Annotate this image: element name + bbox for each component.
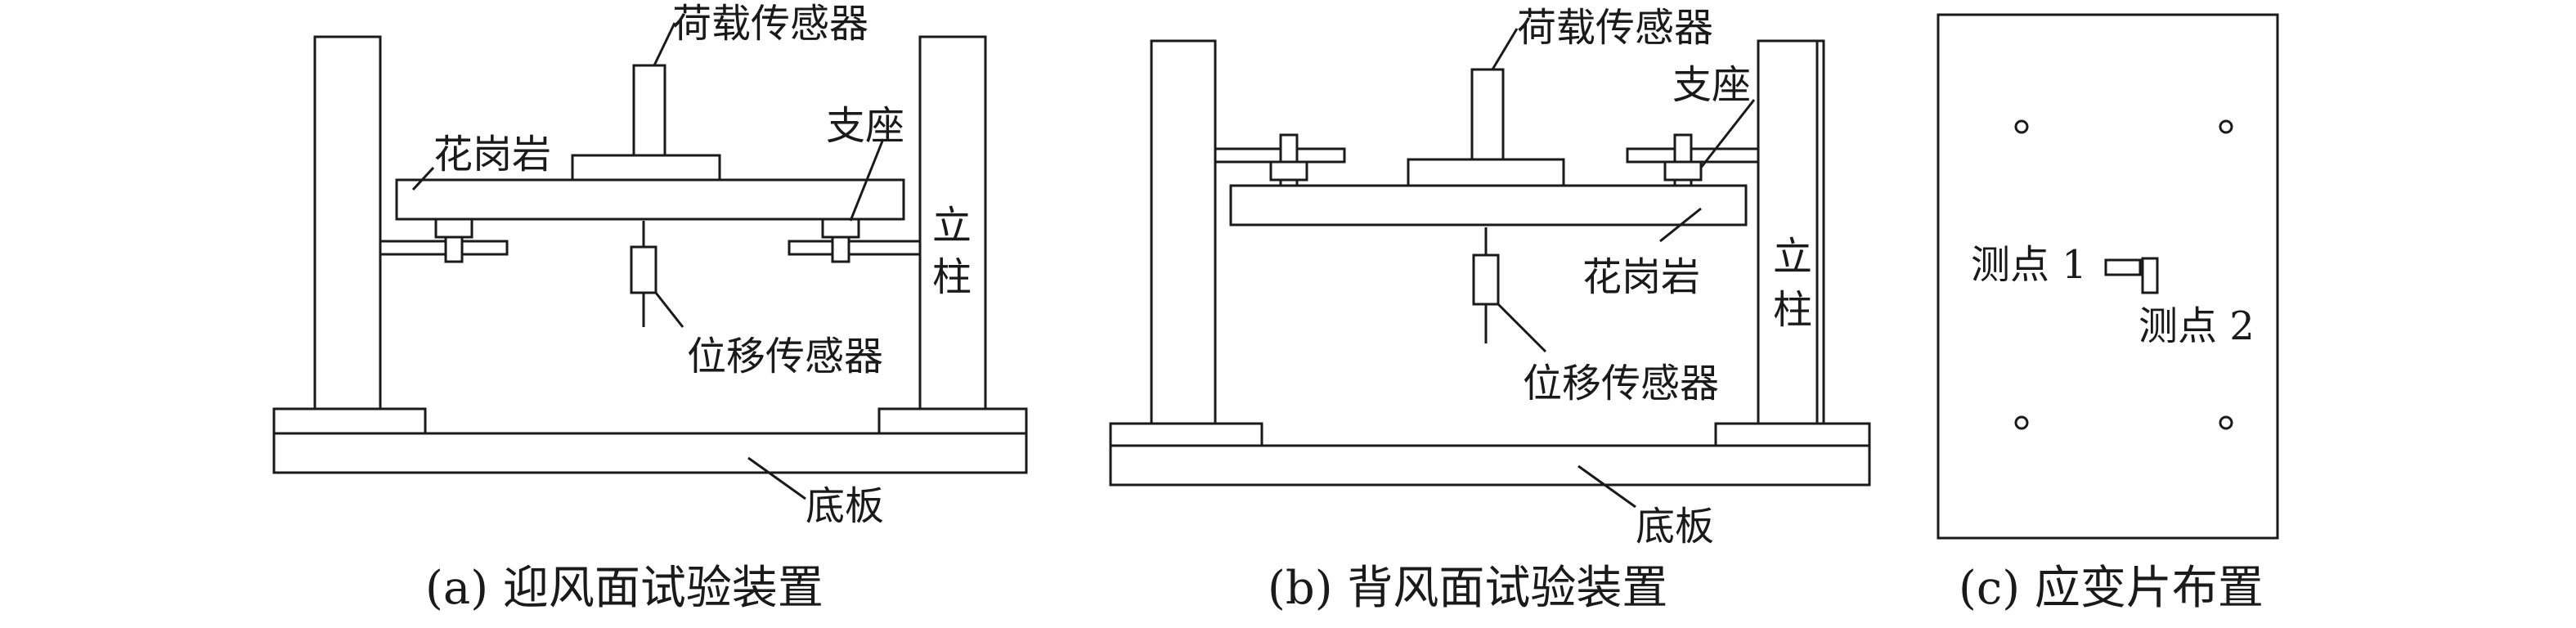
leader-displacement [654,292,684,328]
base-right-block [1714,422,1871,447]
load-sensor-rod [1470,68,1505,161]
label-granite: 花岗岩 [1582,254,1700,300]
label-base-plate: 底板 [1636,504,1714,550]
label-column-1: 立 [932,203,972,249]
caption-b: (b) 背风面试验装置 [1268,562,1667,615]
label-base-plate: 底板 [806,483,884,529]
leader-load-sensor [653,22,676,66]
support-left-nut [434,218,473,239]
leader-support [849,138,885,222]
base-left-block [272,407,427,435]
base-right-block [877,407,1028,435]
granite-specimen [395,178,905,221]
label-support: 支座 [1672,62,1751,108]
caption-a: (a) 迎风面试验装置 [425,562,824,615]
label-column-1: 立 [1773,234,1812,280]
support-right-nut [1663,160,1703,182]
strain-gauge-1 [2104,258,2142,276]
bolt-hole-bottom-right [2219,415,2233,430]
displacement-sensor-body [1472,253,1500,306]
label-column-2: 柱 [932,254,972,300]
bolt-hole-top-right [2219,119,2233,134]
label-point-1: 测点 1 [1971,242,2087,288]
base-plate [1109,444,1871,487]
label-displacement-sensor: 位移传感器 [1523,361,1719,406]
strain-gauge-2 [2141,257,2159,294]
support-right [1626,147,1760,164]
label-displacement-sensor: 位移传感器 [687,334,883,379]
leader-support [1699,99,1756,168]
label-load-sensor: 荷载传感器 [672,1,868,47]
support-right-nut [821,218,860,239]
base-left-block [1109,422,1263,447]
left-column [1150,39,1217,425]
leader-base-plate [747,456,806,500]
caption-c: (c) 应变片布置 [1959,562,2264,615]
panel-a: 荷载传感器 花岗岩 支座 立 柱 位移传感器 底板 (a) 迎风面试验装置 [272,1,1028,615]
granite-specimen [1229,184,1748,227]
panel-c: 测点 1 测点 2 (c) 应变片布置 [1936,13,2279,615]
leader-granite [1659,207,1702,243]
base-plate [272,432,1028,474]
load-sensor-rod [632,64,666,157]
right-column [918,35,987,410]
leader-granite [411,166,435,191]
label-load-sensor: 荷载传感器 [1517,5,1713,51]
support-left [379,240,509,256]
label-granite: 花岗岩 [433,132,551,177]
panel-b: 荷载传感器 支座 花岗岩 立 柱 位移传感器 底板 (b) 背风面试验装置 [1109,5,1871,615]
bolt-hole-top-left [2014,119,2029,134]
load-sensor-plate [571,154,721,182]
leader-load-sensor [1491,28,1519,70]
left-column [313,35,382,410]
label-support: 支座 [826,103,904,149]
right-column [1757,39,1825,425]
label-column-2: 柱 [1773,287,1812,333]
leader-base-plate [1577,464,1636,509]
support-left-nut [1269,160,1308,182]
displacement-sensor-body [630,245,657,294]
bolt-hole-bottom-left [2014,415,2029,430]
support-right [788,240,922,256]
strain-plate [1936,13,2279,540]
leader-displacement [1497,303,1547,353]
label-point-2: 测点 2 [2138,303,2255,349]
load-sensor-plate [1407,158,1565,187]
